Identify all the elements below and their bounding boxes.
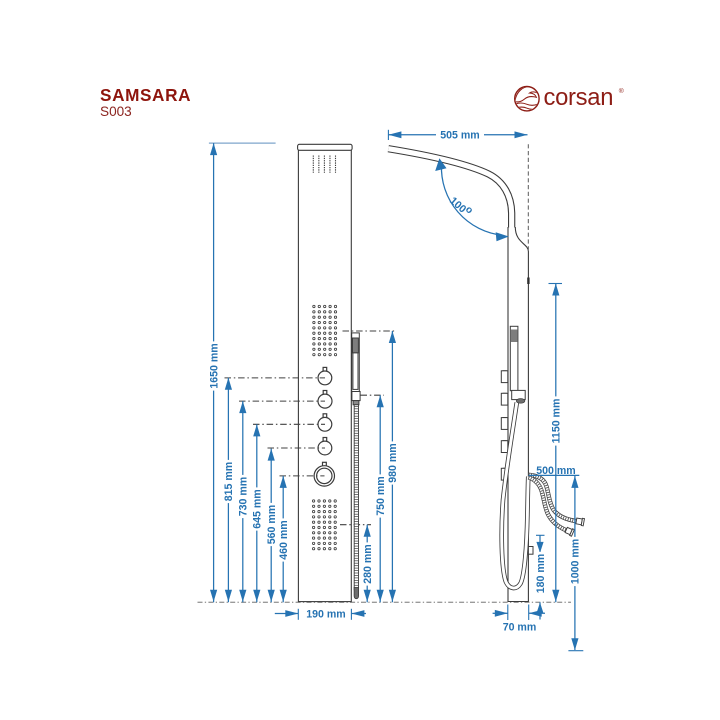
svg-text:SAMSARA: SAMSARA — [100, 85, 191, 105]
svg-text:645 mm: 645 mm — [252, 489, 264, 528]
svg-text:560 mm: 560 mm — [266, 505, 278, 544]
svg-text:730 mm: 730 mm — [238, 477, 250, 516]
svg-text:980 mm: 980 mm — [387, 443, 399, 482]
svg-text:190 mm: 190 mm — [306, 609, 345, 621]
svg-text:1000 mm: 1000 mm — [570, 539, 582, 584]
svg-text:corsan: corsan — [544, 84, 614, 111]
svg-text:S003: S003 — [100, 104, 132, 119]
svg-text:280 mm: 280 mm — [362, 544, 374, 583]
svg-text:500 mm: 500 mm — [536, 465, 575, 477]
svg-text:505 mm: 505 mm — [440, 130, 479, 142]
svg-text:180 mm: 180 mm — [535, 554, 547, 593]
svg-text:1150 mm: 1150 mm — [551, 399, 563, 444]
svg-text:®: ® — [619, 87, 624, 95]
svg-text:750 mm: 750 mm — [375, 476, 387, 515]
svg-text:70 mm: 70 mm — [503, 621, 537, 633]
svg-text:460 mm: 460 mm — [278, 520, 290, 559]
svg-text:815 mm: 815 mm — [223, 462, 235, 501]
svg-text:1650 mm: 1650 mm — [208, 343, 220, 388]
